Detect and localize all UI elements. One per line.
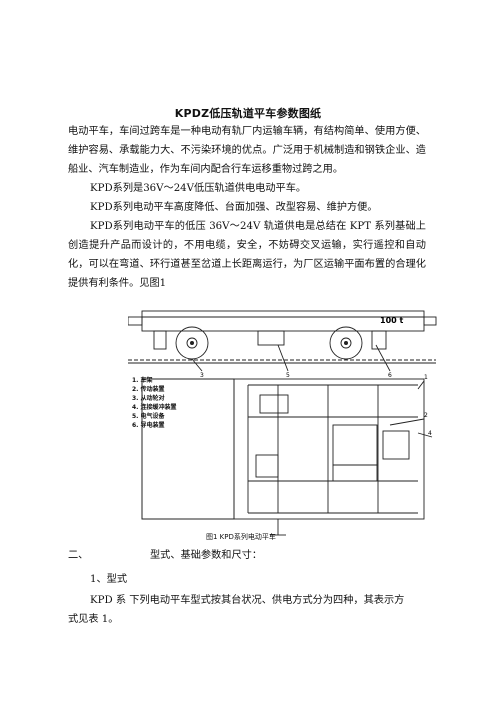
figure-caption: 图1 KPD系列电动平车 bbox=[206, 533, 276, 541]
gearbox bbox=[332, 424, 378, 466]
legend-item: 5. 电气设备 bbox=[132, 413, 165, 420]
left-buffer bbox=[128, 316, 143, 326]
flat-car-drawing: 100 t 3 5 6 1 2 4 bbox=[128, 310, 437, 536]
legend-item: 2. 传动装置 bbox=[132, 386, 165, 393]
document-title: KPDZ低压轨道平车参数图纸 bbox=[174, 107, 322, 120]
callout-4: 4 bbox=[428, 430, 432, 437]
section-body-line1: KPD 系 下列电动平车型式按其台状况、供电方式分为四种，其表示方 bbox=[90, 595, 405, 606]
callout-2: 2 bbox=[424, 412, 428, 419]
voltage-paragraph: KPD系列是36V～24V低压轨道供电电动平车。 bbox=[90, 183, 307, 194]
load-label: 100 t bbox=[380, 316, 403, 325]
section-number: 二、 bbox=[68, 550, 89, 561]
electrical-cabinet bbox=[259, 394, 289, 414]
parts-legend: 1. 车架 2. 传动装置 3. 从动轮对 4. 连接缓冲装置 5. 电气设备 … bbox=[132, 376, 177, 430]
features-paragraph: KPD系列电动平车高度降低、台面加强、改型容易、维护方便。 bbox=[90, 202, 378, 213]
left-wheel bbox=[175, 326, 209, 360]
legend-item: 6. 导电装置 bbox=[132, 422, 165, 429]
electrical-box-side bbox=[257, 330, 285, 346]
right-wheel bbox=[329, 326, 363, 360]
subsection-heading: 1、型式 bbox=[90, 574, 128, 585]
callout-6: 6 bbox=[388, 372, 392, 379]
legend-item: 1. 车架 bbox=[132, 377, 153, 384]
callout-3: 3 bbox=[200, 372, 204, 379]
callout-1: 1 bbox=[424, 374, 428, 381]
legend-item: 4. 连接缓冲装置 bbox=[132, 404, 177, 411]
intro-paragraph: 电动平车，车间过跨车是一种电动有轨厂内运输车辆，有结构简单、使用方便、维护容易、… bbox=[68, 126, 426, 175]
legend-item: 3. 从动轮对 bbox=[132, 395, 165, 402]
car-frame-plan bbox=[141, 378, 425, 520]
power-supply-paragraph: KPD系列电动平车的低压 36V～24V 轨道供电是总结在 KPT 系列基础上创… bbox=[68, 221, 426, 289]
motor bbox=[382, 430, 410, 460]
callout-5: 5 bbox=[286, 372, 290, 379]
section-body-line2: 式见表 1。 bbox=[68, 614, 119, 625]
section-heading: 型式、基础参数和尺寸： bbox=[150, 550, 263, 561]
right-buffer bbox=[423, 316, 437, 326]
